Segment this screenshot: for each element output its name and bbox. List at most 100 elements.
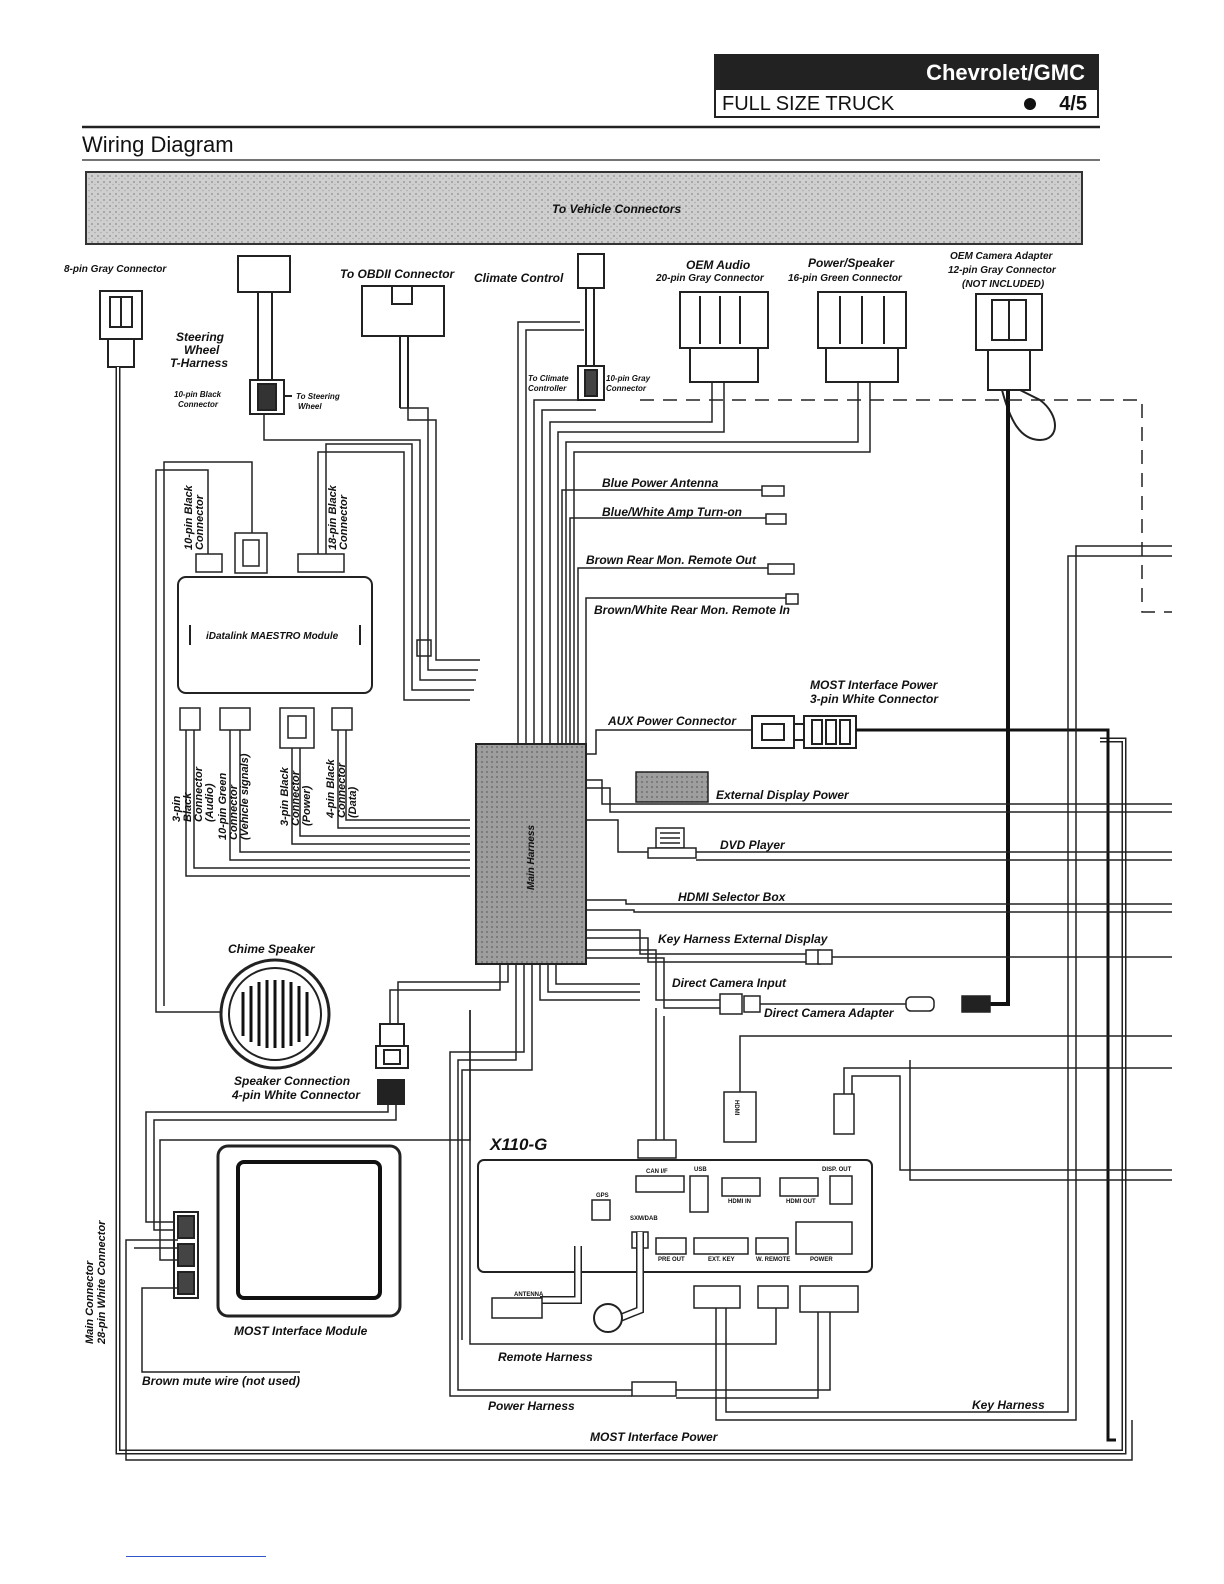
oem-audio-connector (679, 291, 769, 383)
can-if-port-label: CAN I/F (646, 1169, 668, 1175)
v3power-label: 3-pin Black Connector (Power) (279, 767, 313, 826)
model-banner: FULL SIZE TRUCK 4/5 (714, 88, 1099, 118)
most-power-bottom-label: MOST Interface Power (590, 1430, 718, 1444)
usb-port-label: USB (694, 1167, 707, 1173)
dvd-connector (647, 827, 697, 859)
oem-camera-adapter (975, 293, 1056, 442)
port-usb (689, 1175, 709, 1213)
maestro-3pin-audio (179, 707, 201, 731)
maestro-module (177, 576, 373, 694)
port-can-if (635, 1175, 685, 1193)
blue-antenna-label: Blue Power Antenna (602, 476, 719, 490)
brown-white-label: Brown/White Rear Mon. Remote In (594, 603, 791, 617)
antenna-label: ANTENNA (514, 1292, 544, 1298)
port-gps (591, 1199, 611, 1221)
cam-adapter-label: OEM Camera Adapter (950, 251, 1053, 262)
hdmi-plug (723, 1091, 757, 1143)
most-power-label: MOST Interface Power (810, 678, 938, 692)
power-harness-label: Power Harness (488, 1399, 575, 1413)
gray8-label: 8-pin Gray Connector (64, 264, 167, 275)
hdmi-selector-label: HDMI Selector Box (678, 890, 786, 904)
direct-adapter-label: Direct Camera Adapter (764, 1006, 894, 1020)
maestro-4pin-data (331, 707, 353, 731)
v18black-label: 18-pin Black Connector (327, 485, 350, 550)
model-text: FULL SIZE TRUCK (722, 93, 895, 115)
steering-label-2: Wheel (184, 343, 220, 357)
can-if-plug (637, 1139, 677, 1159)
key-ext-display-connector (805, 949, 833, 965)
gray-8pin-connector (99, 290, 143, 368)
key-ext-label: Key Harness External Display (658, 932, 828, 946)
speaker-conn-sublabel: 4-pin White Connector (232, 1088, 360, 1102)
v10green-label: 10-pin Green Connector (Vehicle signals) (217, 753, 251, 840)
bottom-link-rule (126, 1556, 266, 1557)
port-hdmi-out (779, 1177, 819, 1197)
gps-port-label: GPS (596, 1193, 609, 1199)
to-vehicle-label: To Vehicle Connectors (552, 202, 682, 216)
speaker-4pin-connector (375, 1023, 409, 1105)
blue-white-label: Blue/White Amp Turn-on (602, 505, 742, 519)
oem-audio-label: OEM Audio (686, 258, 751, 272)
obd-label: To OBDII Connector (340, 267, 455, 281)
steering-t-harness (237, 255, 292, 415)
to-steering-label-2: Wheel (298, 402, 322, 411)
page-number: 4/5 (1059, 93, 1087, 115)
maestro-10pin-green (219, 707, 251, 731)
port-disp-out (829, 1175, 853, 1205)
brand-banner: Chevrolet/GMC (714, 54, 1099, 88)
port-ext-key (693, 1237, 749, 1255)
speaker-conn-label: Speaker Connection (234, 1074, 351, 1088)
aux-power-connector (751, 715, 795, 749)
obdii-connector (361, 285, 445, 408)
dvd-label: DVD Player (720, 838, 785, 852)
main-harness-block (475, 743, 587, 965)
w-remote-port-label: W. REMOTE (756, 1257, 791, 1263)
power-plug (799, 1285, 859, 1313)
disp-out-plug (833, 1093, 855, 1135)
port-hdmi-in (721, 1177, 761, 1197)
v3pin-label: 3-pin Black Connector (Audio) (171, 767, 216, 822)
direct-cam-label: Direct Camera Input (672, 976, 787, 990)
maestro-10pin-plug (195, 553, 223, 573)
main-connector-label: Main Connector 28-pin White Connector (84, 1220, 108, 1344)
direct-camera-connector (719, 993, 991, 1015)
gray10-label-1: 10-pin Gray (606, 374, 651, 383)
remote-harness-label: Remote Harness (498, 1350, 593, 1364)
main-connector-28pin (173, 1211, 199, 1299)
maestro-label: iDatalink MAESTRO Module (206, 631, 339, 642)
brand-text: Chevrolet/GMC (926, 60, 1085, 85)
key-harness-label: Key Harness (972, 1398, 1045, 1412)
cam-adapter-note: (NOT INCLUDED) (962, 279, 1045, 290)
port-power (795, 1221, 853, 1255)
sxm-port-label: SXM/DAB (630, 1216, 658, 1222)
power-speaker-label: Power/Speaker (808, 256, 895, 270)
main-harness-label: Main Harness (526, 824, 537, 890)
hdmi-plug-label: HDMI (733, 1100, 739, 1116)
external-display-power-box (635, 771, 709, 803)
chime-label: Chime Speaker (228, 942, 315, 956)
hdmi-out-port-label: HDMI OUT (786, 1199, 816, 1205)
steering-label-1: Steering (176, 330, 225, 344)
gray10-label-2: Connector (606, 384, 646, 393)
power-harness-connector (631, 1381, 677, 1397)
to-climate-label-2: Controller (528, 384, 567, 393)
oem-audio-sublabel: 20-pin Gray Connector (656, 273, 764, 284)
black10-label-1: 10-pin Black (174, 390, 222, 399)
v10black-label: 10-pin Black Connector (183, 485, 206, 550)
chime-speaker (219, 958, 331, 1070)
climate-control-connector (577, 253, 605, 401)
antenna-plug (491, 1297, 543, 1319)
x110-label: X110-G (490, 1135, 548, 1154)
dashed-not-included (640, 399, 1172, 613)
power-port-label: POWER (810, 1257, 833, 1263)
steering-label-3: T-Harness (170, 356, 229, 370)
vehicle-connector-bar (85, 171, 1083, 245)
most-power-sublabel: 3-pin White Connector (810, 692, 938, 706)
wire-camera-adapter (990, 390, 1010, 1006)
maestro-18pin-plug (297, 553, 345, 573)
port-w-remote (755, 1237, 789, 1255)
v4data-label: 4-pin Black Connector (Data) (325, 759, 359, 818)
to-climate-label-1: To Climate (528, 374, 569, 383)
most-module-label: MOST Interface Module (234, 1324, 368, 1338)
